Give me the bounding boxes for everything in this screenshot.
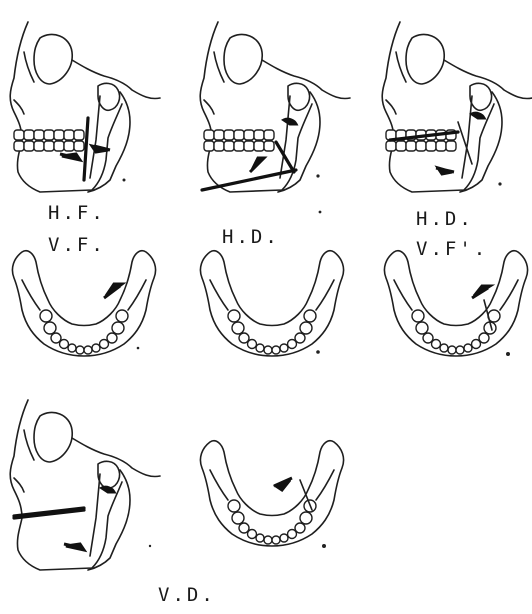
skull-lateral-hf-vf	[10, 22, 160, 192]
label-hd-2: H.D.	[416, 208, 474, 230]
fracture-arrow-icon	[274, 478, 292, 490]
fracture-arrow-icon	[436, 168, 454, 174]
fracture-line	[84, 118, 88, 180]
mandible-occlusal-vd	[200, 441, 343, 548]
fracture-arrow-icon	[64, 544, 84, 550]
fracture-arrow-icon	[472, 286, 490, 298]
fracture-line	[202, 170, 296, 190]
label-vf: V.F.	[48, 234, 106, 256]
label-vf-prime: V.F'.	[416, 238, 488, 260]
skull-lateral-hd	[200, 22, 350, 213]
fracture-arrow-icon	[284, 119, 296, 124]
fracture-arrow-icon	[250, 158, 264, 172]
fracture-arrow-icon	[102, 487, 114, 492]
fracture-arrow-icon	[104, 284, 122, 298]
fracture-arrow-icon	[60, 154, 80, 160]
mandible-occlusal-hd	[200, 251, 343, 356]
mandible-occlusal-hf-vf	[12, 251, 155, 356]
mandible-occlusal-hd-vf	[384, 251, 527, 356]
skull-lateral-vd	[10, 400, 160, 570]
skull-lateral-hd-vf	[382, 22, 532, 192]
label-hd: H.D.	[222, 226, 280, 248]
label-hf: H.F.	[48, 202, 106, 224]
label-vd: V.D.	[158, 584, 216, 606]
fracture-arrow-icon	[472, 113, 484, 118]
